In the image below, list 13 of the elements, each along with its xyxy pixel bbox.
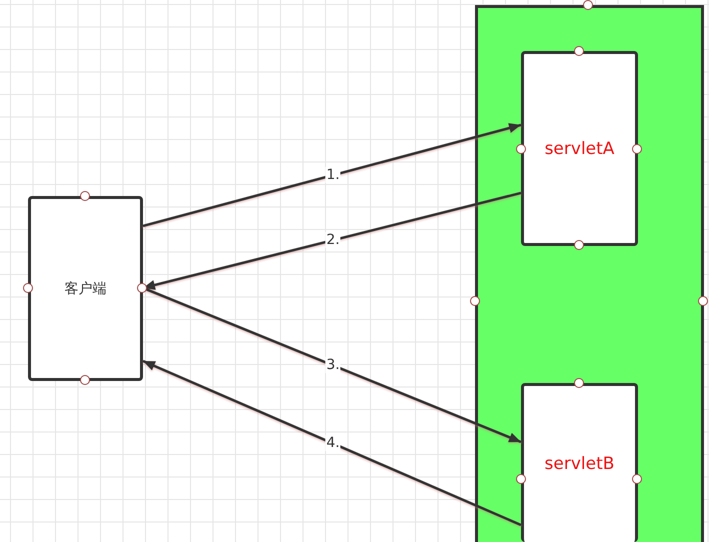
edge-label: 3. xyxy=(325,357,341,374)
edge-label: 4. xyxy=(325,435,341,452)
edge-label: 1. xyxy=(325,167,341,184)
servlet-box xyxy=(521,51,638,246)
node-label: servletB xyxy=(544,454,614,474)
arrow xyxy=(142,123,522,228)
servlet-box xyxy=(521,383,638,542)
edge-label: 2. xyxy=(325,232,341,248)
arrow xyxy=(142,360,522,526)
node-label: 客户端 xyxy=(64,280,106,298)
node-label: servletA xyxy=(544,138,614,158)
client-box xyxy=(28,196,143,381)
container-box xyxy=(475,5,704,542)
